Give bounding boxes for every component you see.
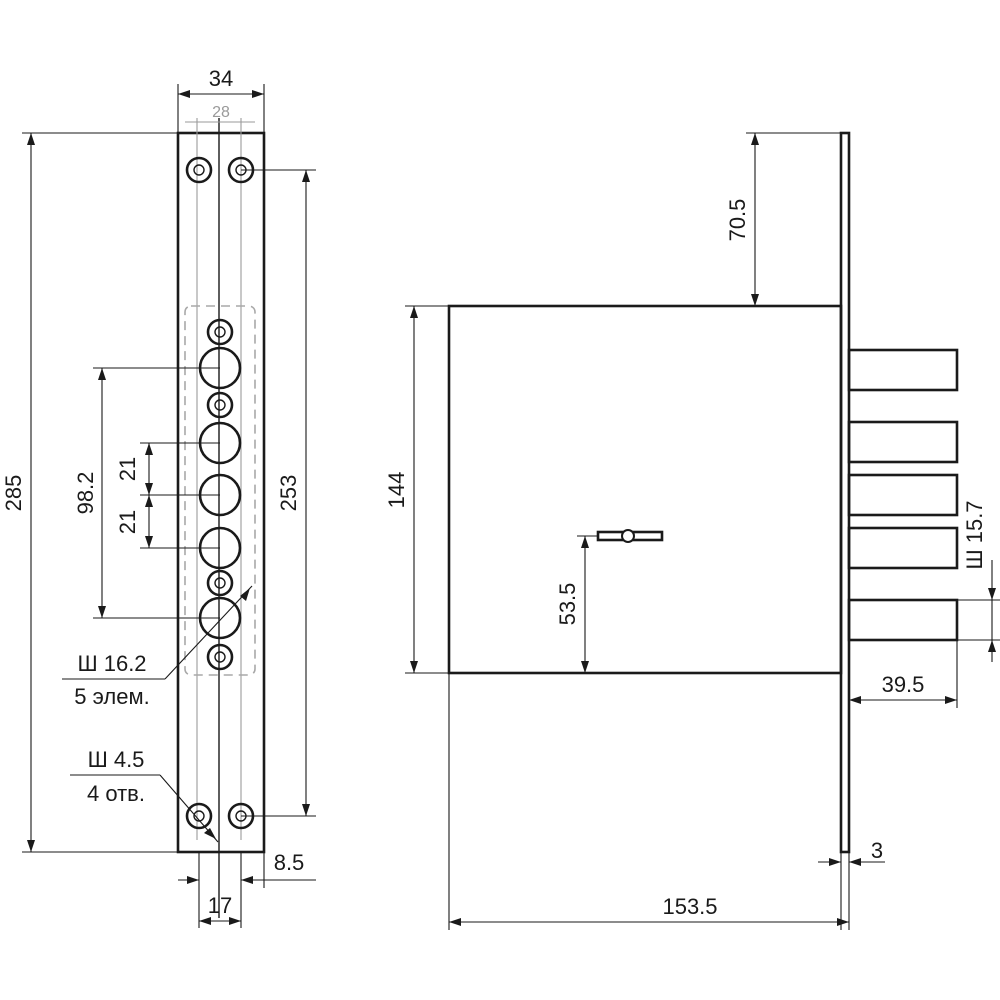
front-view: 34 28 285 253 98.2 21 21 [1, 66, 316, 928]
mounting-hole [185, 802, 213, 830]
bolt [847, 348, 959, 392]
dim-width-34: 34 [209, 66, 233, 91]
dim-hole-spacing-253: 253 [276, 475, 301, 512]
dim-offset-8-5: 8.5 [274, 850, 305, 875]
side-view: 70.5 144 53.5 Ш 15.7 39.5 3 [384, 131, 1000, 930]
dim-body-height-144: 144 [384, 472, 409, 509]
screw-hole [206, 391, 234, 419]
dim-top-offset-70-5: 70.5 [725, 199, 750, 242]
dim-offset-17: 17 [208, 893, 232, 918]
bolt [847, 473, 959, 517]
dim-keyhole-height-53-5: 53.5 [555, 583, 580, 626]
faceplate-outline [176, 131, 266, 854]
dim-bolt-diameter-15-7: Ш 15.7 [962, 500, 987, 569]
bolt [847, 420, 959, 464]
dim-bolt-throw-39-5: 39.5 [882, 672, 925, 697]
keyhole-slot [596, 529, 664, 543]
cylinder-zone-dashed [184, 305, 256, 676]
dim-total-depth-153-5: 153.5 [662, 894, 717, 919]
screw-hole [206, 643, 234, 671]
dim-spacing-21-bottom: 21 [115, 510, 140, 534]
dim-plate-thickness-3: 3 [871, 838, 883, 863]
screw-hole [206, 569, 234, 597]
mounting-hole [185, 156, 213, 184]
dim-span-98-2: 98.2 [73, 472, 98, 515]
label-cylinder-count: 5 элем. [74, 684, 149, 709]
lock-body [447, 304, 843, 675]
label-cylinder-diameter: Ш 16.2 [77, 651, 146, 676]
screw-hole [206, 318, 234, 346]
label-hole-count: 4 отв. [87, 781, 145, 806]
dim-spacing-21-top: 21 [115, 457, 140, 481]
bolt [847, 526, 959, 570]
dim-height-285: 285 [1, 475, 26, 512]
dim-width-28: 28 [212, 104, 230, 121]
bolt [847, 598, 959, 642]
label-hole-diameter: Ш 4.5 [88, 747, 145, 772]
